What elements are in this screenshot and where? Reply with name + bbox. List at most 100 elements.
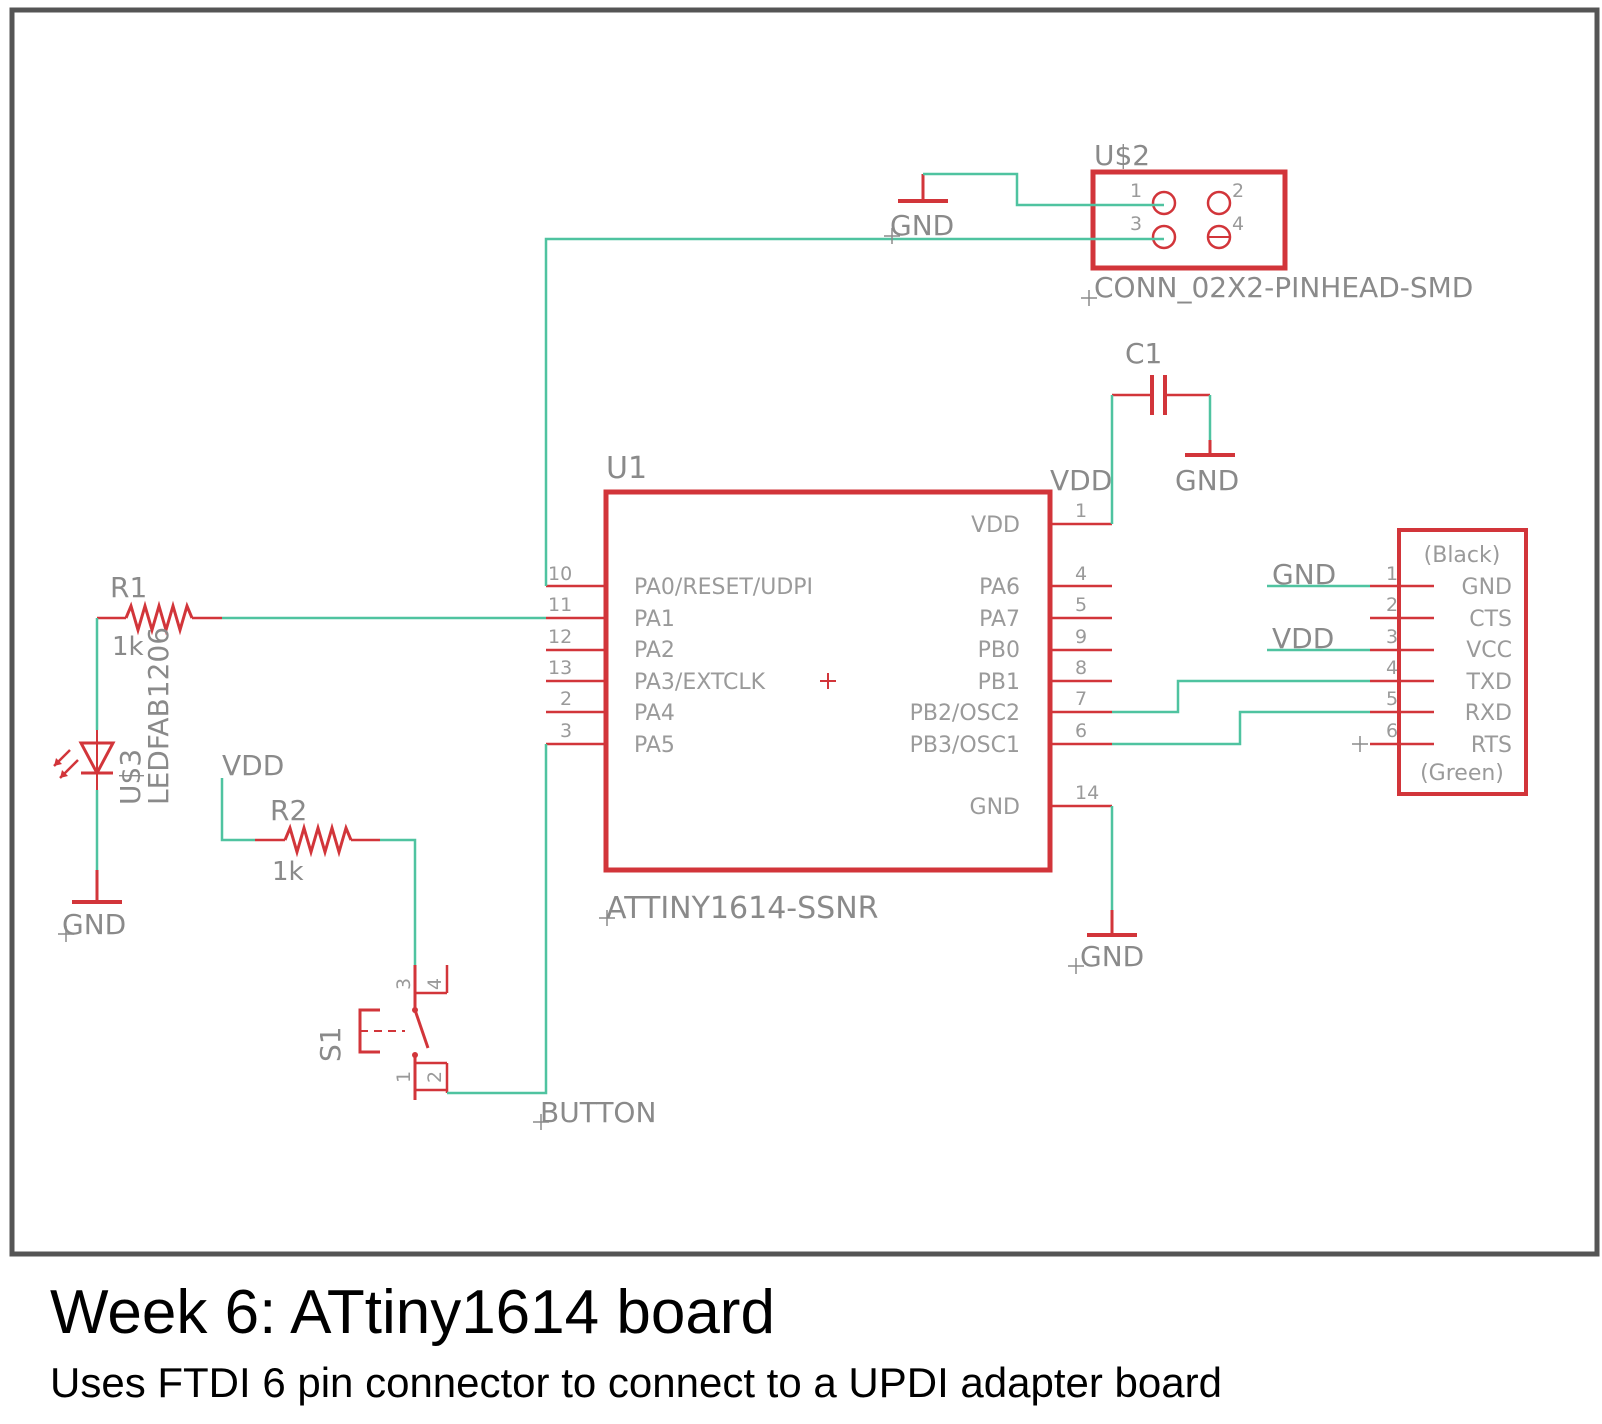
svg-text:14: 14 <box>1075 782 1099 804</box>
caption-subtitle: Uses FTDI 6 pin connector to connect to … <box>50 1359 1222 1406</box>
svg-text:RTS: RTS <box>1471 733 1512 758</box>
ftdi-pin-3: 3 VCC <box>1370 626 1512 663</box>
svg-text:PB2/OSC2: PB2/OSC2 <box>910 701 1020 726</box>
ftdi-pin-2: 2 CTS <box>1370 594 1512 632</box>
resistor-r1: R1 1k <box>97 571 222 662</box>
gnd-symbol-led: GND <box>62 870 126 941</box>
svg-text:2: 2 <box>1386 594 1398 616</box>
gnd-label-u1: GND <box>1080 940 1144 973</box>
led-ref: U$3 <box>114 749 147 805</box>
svg-text:PA7: PA7 <box>979 607 1020 632</box>
vdd-label-r2: VDD <box>222 749 284 782</box>
ftdi-pin-6: 6 RTS <box>1370 720 1512 758</box>
svg-text:13: 13 <box>548 657 572 679</box>
svg-text:2: 2 <box>560 688 572 710</box>
u2-ref: U$2 <box>1094 139 1150 172</box>
svg-text:6: 6 <box>1386 720 1398 742</box>
ftdi-pin-4: 4 TXD <box>1370 657 1512 695</box>
svg-text:1: 1 <box>1075 500 1087 522</box>
svg-text:VDD: VDD <box>971 513 1020 538</box>
u1-left-pin-3: 3 PA5 <box>546 720 675 758</box>
s1-pin-2: 2 <box>424 1071 446 1083</box>
led-part: LEDFAB1206 <box>142 627 175 805</box>
button-net-label: BUTTON <box>540 1096 656 1129</box>
gnd-label-led: GND <box>62 908 126 941</box>
svg-text:PA2: PA2 <box>634 638 675 663</box>
s1-ref: S1 <box>314 1026 347 1062</box>
svg-text:6: 6 <box>1075 720 1087 742</box>
c1-ref: C1 <box>1125 337 1162 370</box>
svg-text:3: 3 <box>1386 626 1398 648</box>
u2-part: CONN_02X2-PINHEAD-SMD <box>1094 271 1473 304</box>
svg-text:PA6: PA6 <box>979 575 1020 600</box>
svg-text:GND: GND <box>970 795 1020 820</box>
u2-pin-3: 3 <box>1130 213 1142 235</box>
svg-text:PA1: PA1 <box>634 607 675 632</box>
r1-ref: R1 <box>110 571 147 604</box>
u1-left-pin-12: 12 PA2 <box>546 626 675 663</box>
u1-right-pin-5: 5 PA7 <box>979 594 1112 632</box>
led-u3: U$3 LEDFAB1206 <box>53 627 175 805</box>
u1-right-pin-14: 14 GND <box>970 782 1112 820</box>
svg-text:10: 10 <box>548 563 572 585</box>
u2-pin-1: 1 <box>1130 180 1142 202</box>
u2-pin-4: 4 <box>1232 213 1244 235</box>
svg-text:PB1: PB1 <box>978 670 1020 695</box>
svg-text:5: 5 <box>1386 688 1398 710</box>
svg-text:PA0/RESET/UDPI: PA0/RESET/UDPI <box>634 575 813 600</box>
u1-left-pin-10: 10 PA0/RESET/UDPI <box>546 563 813 600</box>
u1-part: ATTINY1614-SSNR <box>606 891 878 926</box>
u1-right-pin-9: 9 PB0 <box>978 626 1112 663</box>
svg-text:PB3/OSC1: PB3/OSC1 <box>910 733 1020 758</box>
svg-text:5: 5 <box>1075 594 1087 616</box>
schematic-frame <box>9 7 1600 1257</box>
chip-u1: U1 ATTINY1614-SSNR 10 PA0/RESET/UDPI 11 … <box>546 451 1112 926</box>
conn-u2: 1 2 3 4 U$2 CONN_02X2-PINHEAD-SMD <box>1090 139 1473 304</box>
svg-text:7: 7 <box>1075 688 1087 710</box>
u1-left-pin-2: 2 PA4 <box>546 688 675 726</box>
caption-title: Week 6: ATtiny1614 board <box>50 1278 775 1347</box>
svg-text:TXD: TXD <box>1466 670 1512 695</box>
schematic-diagram: 1 2 3 4 U$2 CONN_02X2-PINHEAD-SMD GND C1… <box>9 7 1600 1257</box>
r1-value: 1k <box>112 632 144 662</box>
ftdi-top-label: (Black) <box>1424 543 1501 568</box>
svg-text:9: 9 <box>1075 626 1087 648</box>
s1-pin-1: 1 <box>393 1071 415 1083</box>
u1-left-pin-11: 11 PA1 <box>546 594 675 632</box>
ftdi-pin-5: 5 RXD <box>1370 688 1512 726</box>
svg-text:11: 11 <box>548 594 572 616</box>
gnd-label-c1: GND <box>1175 464 1239 497</box>
ftdi-pin-1: 1 GND <box>1370 563 1512 600</box>
s1-pin-3: 3 <box>393 978 415 990</box>
svg-text:1: 1 <box>1386 563 1398 585</box>
svg-text:4: 4 <box>1075 563 1087 585</box>
ftdi-bottom-label: (Green) <box>1420 761 1504 786</box>
resistor-r2: R2 1k <box>255 794 380 887</box>
vdd-label-u1: VDD <box>1050 464 1112 497</box>
u1-right-pin-8: 8 PB1 <box>978 657 1112 695</box>
gnd-symbol-u1: GND <box>1080 910 1144 973</box>
u1-right-pin-6: 6 PB3/OSC1 <box>910 720 1112 758</box>
svg-text:PB0: PB0 <box>978 638 1020 663</box>
s1-pin-4: 4 <box>424 978 446 990</box>
svg-text:PA4: PA4 <box>634 701 675 726</box>
capacitor-c1: C1 <box>1112 337 1210 415</box>
svg-text:8: 8 <box>1075 657 1087 679</box>
svg-text:GND: GND <box>1462 575 1512 600</box>
u1-ref: U1 <box>606 451 647 486</box>
wires <box>95 172 1370 1095</box>
svg-text:12: 12 <box>548 626 572 648</box>
svg-text:PA3/EXTCLK: PA3/EXTCLK <box>634 670 766 695</box>
r2-ref: R2 <box>270 794 307 827</box>
r2-value: 1k <box>272 857 304 887</box>
u1-right-pin-4: 4 PA6 <box>979 563 1112 600</box>
u1-right-pin-7: 7 PB2/OSC2 <box>910 688 1112 726</box>
ftdi-header: (Black) (Green) 1 GND 2 CTS 3 VCC 4 TXD … <box>1370 528 1528 796</box>
svg-text:3: 3 <box>560 720 572 742</box>
origin-ticks <box>58 228 1368 1130</box>
gnd-label-top: GND <box>890 209 954 242</box>
u1-right-pin-1: 1 VDD <box>971 500 1112 538</box>
svg-text:RXD: RXD <box>1465 701 1512 726</box>
u1-left-pin-13: 13 PA3/EXTCLK <box>546 657 766 695</box>
svg-text:PA5: PA5 <box>634 733 675 758</box>
